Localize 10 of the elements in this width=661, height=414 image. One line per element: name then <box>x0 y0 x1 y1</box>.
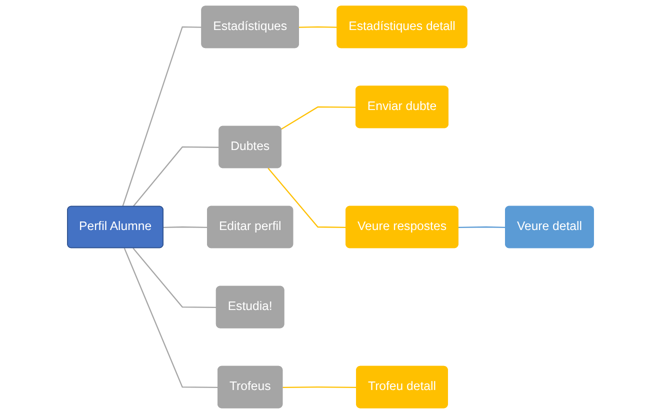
connector <box>124 248 218 388</box>
connector <box>163 226 208 228</box>
connector <box>281 106 356 130</box>
connector <box>298 26 338 28</box>
connector <box>132 146 220 207</box>
connector <box>458 226 506 228</box>
connector <box>122 26 202 207</box>
connector <box>132 248 217 308</box>
connector <box>282 386 357 388</box>
connector <box>268 168 346 228</box>
